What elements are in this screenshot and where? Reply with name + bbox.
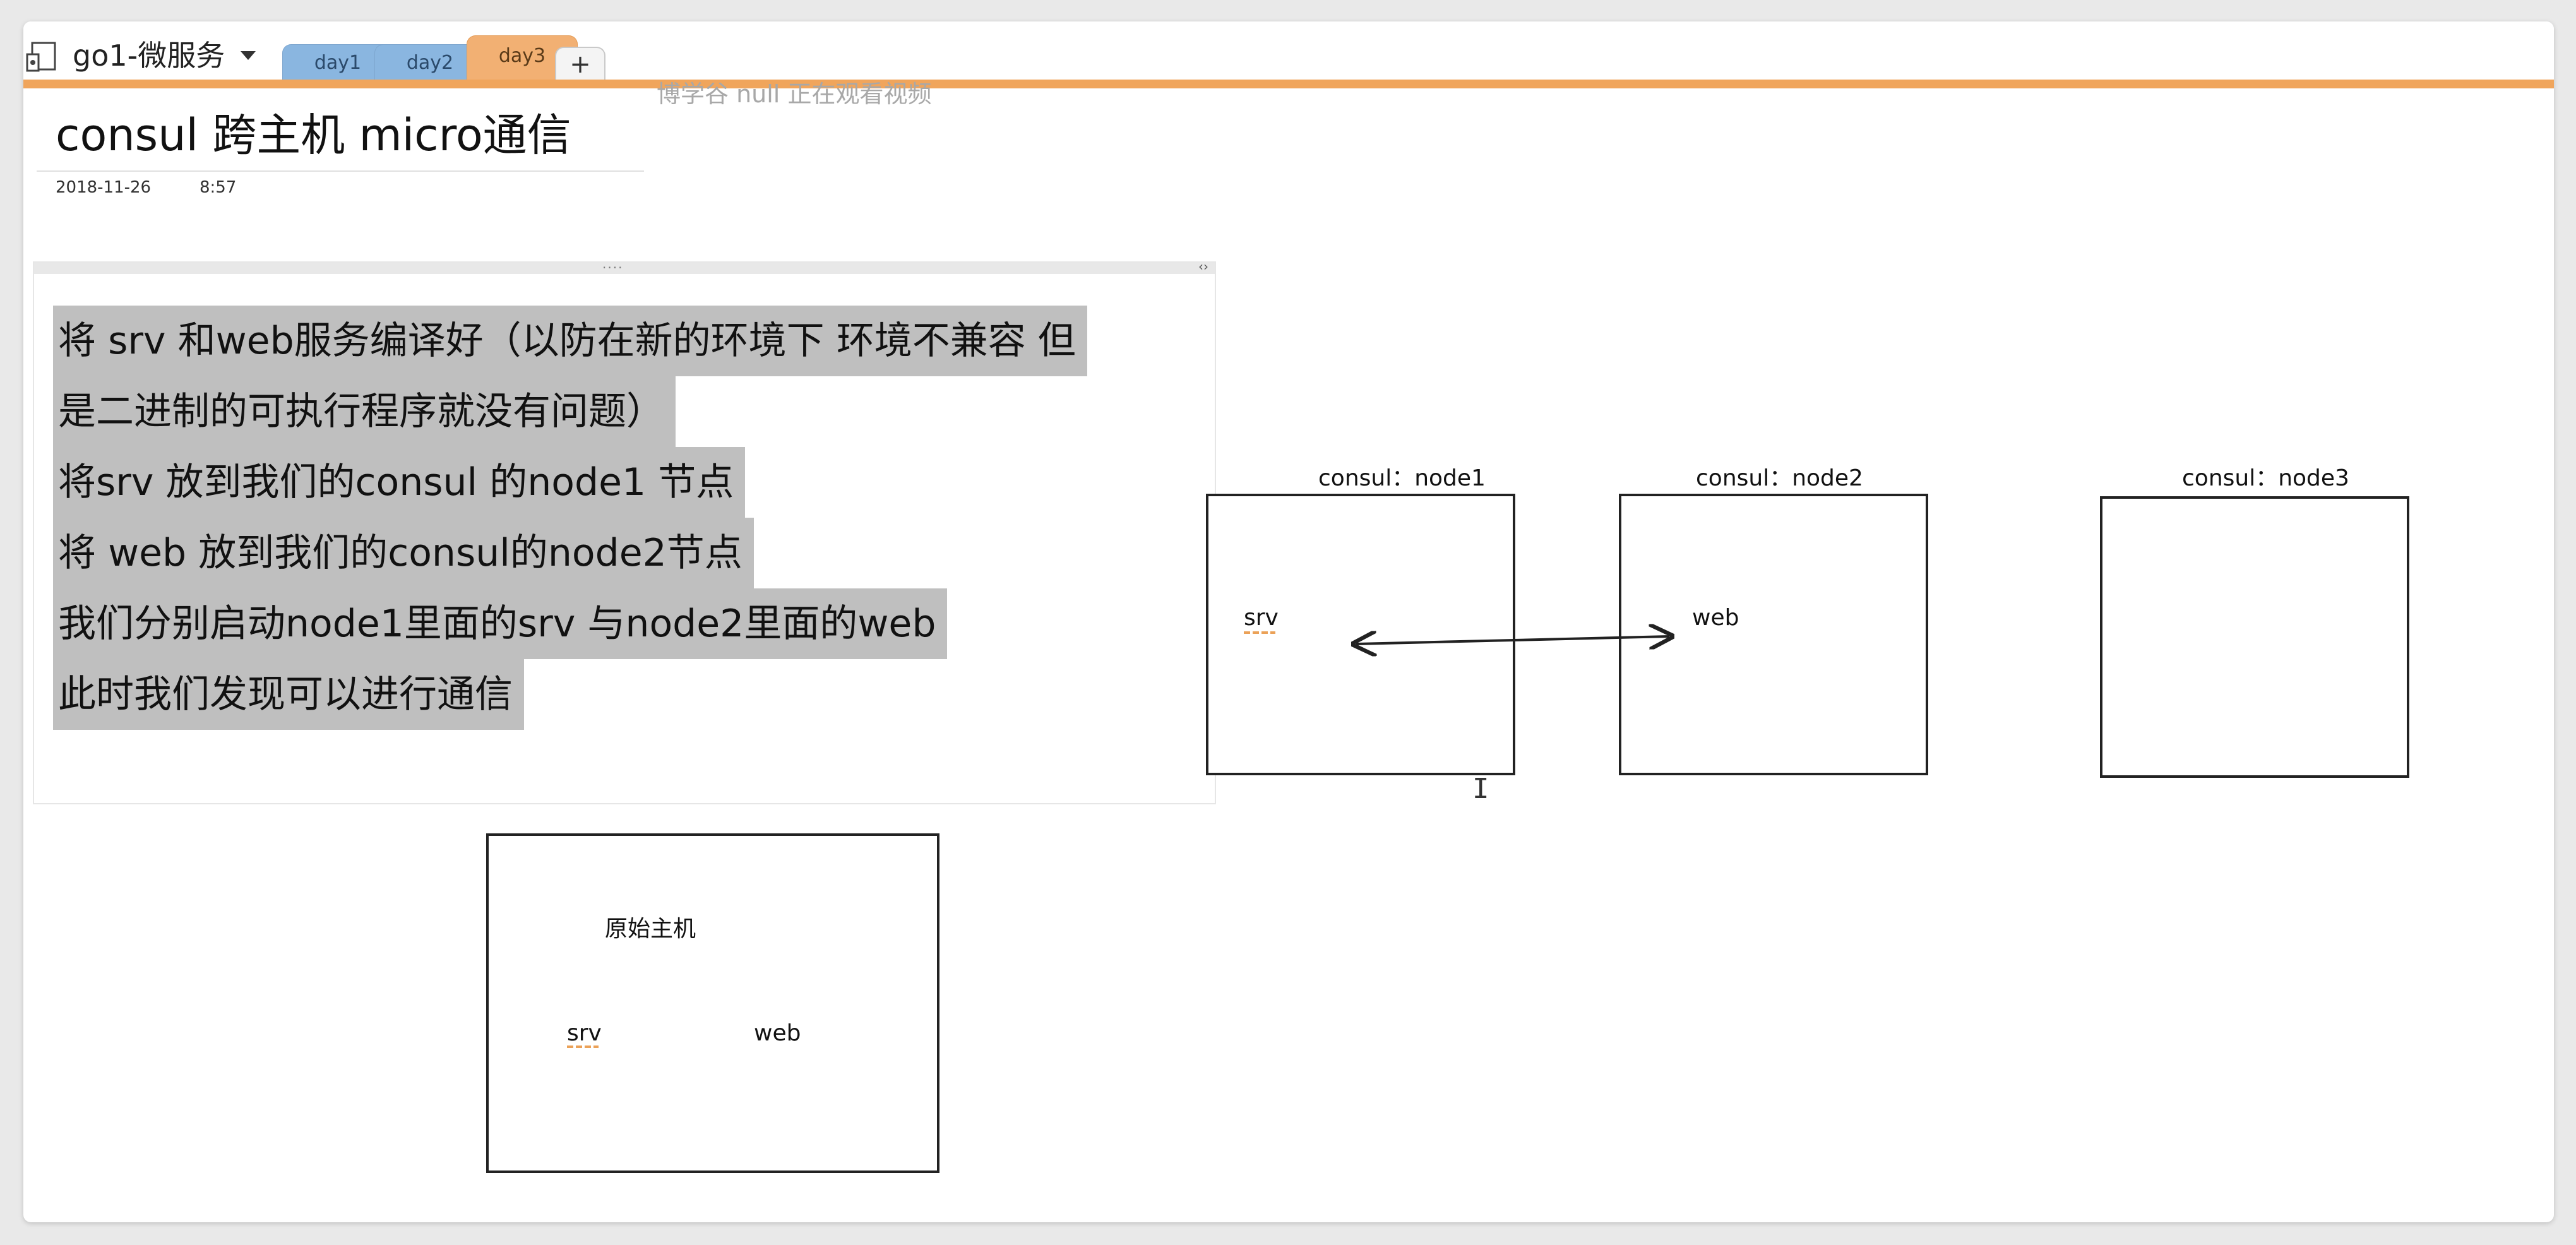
node2-label[interactable]: consul：node2 — [1696, 465, 1863, 491]
notebook-title[interactable]: go1-微服务 — [73, 39, 225, 73]
note-line: 是二进制的可执行程序就没有问题） — [53, 376, 1087, 447]
node3-box[interactable] — [2100, 496, 2409, 778]
note-text[interactable]: 将 srv 和web服务编译好（以防在新的环境下 环境不兼容 但 是二进制的可执… — [53, 306, 1087, 730]
note-line: 我们分别启动node1里面的srv 与node2里面的web — [53, 588, 1087, 659]
note-line-text[interactable]: 将 web 放到我们的consul的node2节点 — [53, 518, 754, 588]
node3-label[interactable]: consul：node3 — [2182, 465, 2349, 491]
node1-label[interactable]: consul：node1 — [1318, 465, 1486, 491]
note-container[interactable]: ···· ‹› 将 srv 和web服务编译好（以防在新的环境下 环境不兼容 但… — [33, 259, 1216, 804]
viewer-watermark: 博学谷 null 正在观看视频 — [657, 80, 932, 108]
page-title[interactable]: consul 跨主机 micro通信 — [56, 109, 571, 161]
section-divider — [23, 80, 2554, 88]
note-line: 将srv 放到我们的consul 的node1 节点 — [53, 447, 1087, 518]
resize-icon[interactable]: ‹› — [1198, 259, 1208, 274]
chevron-down-icon[interactable] — [241, 51, 256, 60]
original-host-box[interactable] — [486, 833, 939, 1173]
note-move-handle[interactable]: ···· ‹› — [34, 259, 1215, 275]
web-label[interactable]: web — [1692, 605, 1739, 631]
page-date: 2018-11-26 — [56, 178, 152, 197]
note-line-text[interactable]: 是二进制的可执行程序就没有问题） — [53, 376, 676, 447]
notebook-icon[interactable] — [26, 40, 61, 73]
note-line: 将 web 放到我们的consul的node2节点 — [53, 518, 1087, 588]
note-line-text[interactable]: 我们分别启动node1里面的srv 与node2里面的web — [53, 588, 948, 659]
title-divider — [37, 170, 644, 172]
note-line: 将 srv 和web服务编译好（以防在新的环境下 环境不兼容 但 — [53, 306, 1087, 376]
page-time: 8:57 — [200, 178, 237, 197]
add-tab-button[interactable]: + — [555, 47, 605, 80]
original-web-label[interactable]: web — [754, 1020, 801, 1046]
note-line: 此时我们发现可以进行通信 — [53, 659, 1087, 730]
note-line-text[interactable]: 将srv 放到我们的consul 的node1 节点 — [53, 447, 746, 518]
notebook-bar: go1-微服务 day1 day2 day3 + — [23, 21, 2554, 85]
original-host-title[interactable]: 原始主机 — [605, 916, 696, 942]
note-line-text[interactable]: 此时我们发现可以进行通信 — [53, 659, 524, 730]
spellcheck-underline — [1244, 631, 1275, 634]
note-line-text[interactable]: 将 srv 和web服务编译好（以防在新的环境下 环境不兼容 但 — [53, 306, 1087, 376]
original-srv-label[interactable]: srv — [567, 1020, 602, 1046]
srv-label[interactable]: srv — [1244, 605, 1279, 631]
spellcheck-underline — [567, 1045, 599, 1048]
drag-dots-icon[interactable]: ···· — [602, 260, 624, 275]
text-cursor-icon: I — [1472, 773, 1489, 805]
